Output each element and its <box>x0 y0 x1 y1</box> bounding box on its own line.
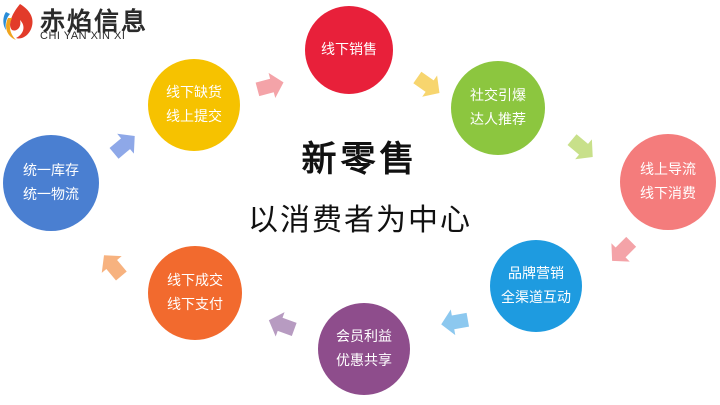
node-offline-sales: 线下销售 <box>305 6 393 94</box>
node-offline-deal-line2: 线下支付 <box>167 297 223 313</box>
node-unified-inventory-line2: 统一物流 <box>23 187 79 203</box>
node-brand-marketing-line1: 品牌营销 <box>508 266 564 282</box>
node-online-order-line2: 线上提交 <box>166 109 222 125</box>
node-social-referral-line1: 社交引爆 <box>470 88 526 104</box>
node-brand-marketing: 品牌营销 全渠道互动 <box>490 240 582 332</box>
node-social-referral-line2: 达人推荐 <box>470 112 526 128</box>
node-online-to-offline: 线上导流 线下消费 <box>620 134 716 230</box>
node-unified-inventory: 统一库存 统一物流 <box>3 135 99 231</box>
node-offline-sales-line1: 线下销售 <box>321 42 377 58</box>
arrow-8 <box>109 133 135 159</box>
node-online-to-offline-line1: 线上导流 <box>640 162 696 178</box>
node-unified-inventory-line1: 统一库存 <box>23 163 79 179</box>
node-online-order-line1: 线下缺货 <box>166 85 222 101</box>
flame-logo-icon <box>3 4 33 40</box>
node-online-order: 线下缺货 线上提交 <box>148 59 240 151</box>
logo: 赤焰信息 CHI YAN XIN XI <box>2 2 172 44</box>
arrow-3-shape <box>567 134 593 160</box>
node-offline-deal-line1: 线下成交 <box>167 273 223 289</box>
logo-english-name: CHI YAN XIN XI <box>40 30 126 42</box>
arrow-6 <box>268 312 297 337</box>
arrow-7-shape <box>101 255 127 281</box>
node-offline-deal: 线下成交 线下支付 <box>148 246 242 340</box>
node-member-benefits-line2: 优惠共享 <box>336 353 392 369</box>
arrow-4-shape <box>611 236 637 262</box>
arrow-6-shape <box>268 312 297 337</box>
arrow-1-shape <box>255 72 284 99</box>
node-brand-marketing-line2: 全渠道互动 <box>501 290 571 306</box>
arrow-8-shape <box>109 133 135 159</box>
logo-chinese-name: 赤焰信息 <box>40 7 149 36</box>
arrow-5-shape <box>441 309 470 336</box>
node-social-referral: 社交引爆 达人推荐 <box>451 61 545 155</box>
arrow-5 <box>441 309 470 336</box>
arrow-7 <box>101 255 127 281</box>
arrow-2 <box>413 71 440 97</box>
arrow-2-shape <box>413 71 440 97</box>
center-text: 新零售 以消费者为中心 <box>230 138 490 244</box>
node-member-benefits-line1: 会员利益 <box>336 329 392 345</box>
arrow-4 <box>611 236 637 262</box>
center-title: 新零售 <box>301 140 419 180</box>
arrow-1 <box>255 72 284 99</box>
node-member-benefits: 会员利益 优惠共享 <box>318 303 410 395</box>
center-subtitle: 以消费者为中心 <box>248 203 472 238</box>
arrow-3 <box>567 134 593 160</box>
node-online-to-offline-line2: 线下消费 <box>640 186 696 202</box>
